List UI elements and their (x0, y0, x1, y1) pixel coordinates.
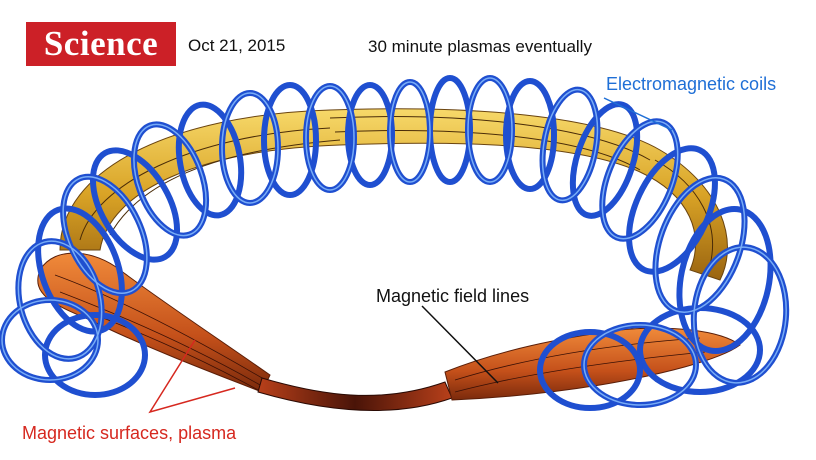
publication-date: Oct 21, 2015 (188, 36, 286, 55)
field-lines-leader-line (421, 305, 499, 384)
headline: 30 minute plasmas eventually (368, 37, 592, 56)
coil-group (0, 75, 790, 411)
electromagnetic-coils-label: Electromagnetic coils (606, 74, 777, 94)
plasma-tube-back (59, 108, 728, 281)
field-line-twist (257, 377, 453, 412)
coils-leader-line (603, 97, 673, 131)
magnetic-field-lines-label: Magnetic field lines (376, 286, 530, 306)
plasma-tube-right (444, 327, 741, 401)
science-logo: Science (26, 22, 176, 66)
magnetic-surfaces-plasma-label: Magnetic surfaces, plasma (22, 423, 237, 443)
surfaces-leader-line (148, 339, 236, 414)
